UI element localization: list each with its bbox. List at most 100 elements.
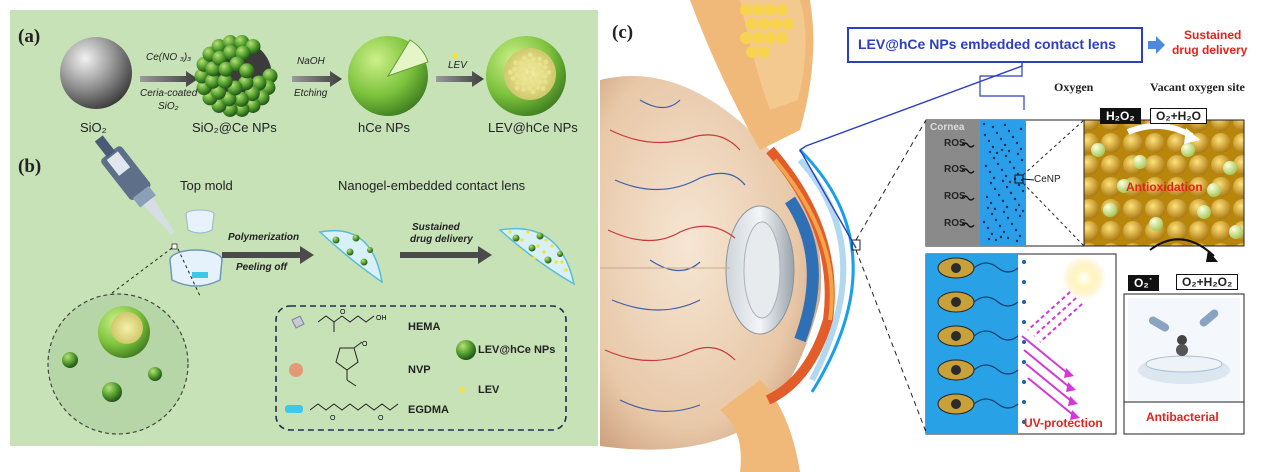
lev-particle (531, 62, 537, 68)
lev-particle (510, 76, 516, 81)
cenp-dot (982, 220, 986, 224)
ros-squiggles (961, 142, 975, 228)
step-a1-bottom-2: SiO₂ (158, 101, 179, 112)
fat-cell (776, 32, 788, 44)
cenp-dot (1019, 147, 1023, 151)
cenp-dot (992, 176, 996, 180)
lev-particle (537, 62, 543, 67)
step-a1-top: Ce(NO ₃)₃ (146, 52, 192, 63)
lev-dot (508, 230, 512, 234)
cenp-dot (986, 226, 990, 230)
nanoparticle (1117, 179, 1131, 193)
molecule-core (951, 331, 961, 341)
fat-cell (746, 46, 758, 58)
fat-cell (770, 18, 782, 30)
fat-cell (758, 18, 770, 30)
fat-cell (740, 4, 752, 16)
uv-blocker-unit (937, 291, 1019, 313)
cenp-dot (985, 195, 989, 199)
lev-particle (530, 56, 536, 62)
cenp-dot (990, 212, 994, 216)
top-mold (185, 209, 215, 234)
cornea (797, 158, 847, 382)
blood-vessels (604, 99, 746, 412)
step-b2-top-2: drug delivery (410, 234, 473, 245)
lev-particle (526, 85, 532, 91)
cenp-dot (1002, 230, 1006, 234)
nvp-icon (289, 363, 303, 377)
lens-title-box (847, 27, 1143, 63)
ros-3: ROS (944, 191, 966, 202)
lev-particle (514, 85, 520, 91)
panel-a-label: (a) (18, 26, 41, 47)
panel-b-label: (b) (18, 156, 42, 177)
fat-cell (782, 18, 794, 30)
o2h2o2-badge: O₂+H₂O₂ (1176, 274, 1239, 290)
cenp-dot (993, 187, 997, 191)
ros-1: ROS (944, 138, 966, 149)
legend-hema: HEMA (408, 321, 441, 333)
o2h2o-badge: O₂+H₂O (1150, 108, 1208, 124)
antibacterial-label: Antibacterial (1146, 410, 1219, 424)
svg-text:O: O (362, 341, 368, 348)
fat-cell (740, 32, 752, 44)
ce-bead (210, 84, 226, 100)
arrow-a2 (292, 71, 342, 87)
cenp-dot (996, 162, 1000, 166)
uv-blocker-unit (937, 359, 1019, 381)
nanoparticle (1197, 205, 1211, 219)
fat-cell (746, 18, 758, 30)
cenp-dot (988, 170, 992, 174)
mold-cup (169, 243, 223, 287)
svg-text:OH: OH (376, 315, 387, 322)
lev-dot (554, 260, 558, 264)
lev-particle (542, 64, 548, 70)
cenp-dot (998, 224, 1002, 228)
sio2-sphere (60, 37, 132, 109)
cenp-dot (990, 232, 994, 236)
lev-particle (518, 66, 523, 71)
cenp-dot (1004, 174, 1008, 178)
contact-lens-on-eye (798, 148, 855, 393)
cenp-dot (1010, 222, 1014, 226)
cenp-dot (1019, 127, 1023, 131)
fat-cell (752, 32, 764, 44)
uv-tick (1022, 280, 1026, 284)
ros-2: ROS (944, 164, 966, 175)
cenp-dot (1000, 168, 1004, 172)
cenp-dot (999, 235, 1003, 239)
lev-particle (513, 60, 518, 66)
lens-box-title: LEV@hCe NPs embedded contact lens (858, 36, 1116, 52)
iris (784, 196, 819, 343)
uv-tick (1022, 320, 1026, 324)
step-a2-top: NaOH (297, 56, 325, 67)
cenp-dot (1015, 141, 1019, 145)
lev-particle (507, 69, 513, 75)
lev-dot (560, 260, 564, 264)
lev-hce-legend-icon (456, 340, 476, 360)
cenp-dot (1001, 199, 1005, 203)
uv-rays (1021, 291, 1083, 415)
cenp-dot (1009, 191, 1013, 195)
lev-particle (515, 80, 521, 85)
zoom-circle (47, 293, 189, 435)
cenp-dot (1021, 189, 1025, 193)
cenp-dot (994, 218, 998, 222)
lev-legend-icon (459, 387, 465, 393)
cenp-dot (997, 193, 1001, 197)
sun-icon (1062, 256, 1106, 300)
cenp-dot (1017, 183, 1021, 187)
lev-particle (538, 69, 544, 74)
nanoparticle (1133, 155, 1147, 169)
uv-tick (1022, 360, 1026, 364)
cenp-dot (1008, 160, 1012, 164)
uv-blocker-unit (937, 393, 1019, 415)
molecule-core (951, 263, 961, 273)
item-sio2: SiO₂ (80, 120, 107, 135)
cenp-dot (991, 145, 995, 149)
lev-particle (514, 72, 520, 77)
uv-tick (1022, 300, 1026, 304)
lev-particle (521, 86, 526, 92)
nanoparticle (1207, 183, 1221, 197)
lev-particle (526, 59, 531, 65)
